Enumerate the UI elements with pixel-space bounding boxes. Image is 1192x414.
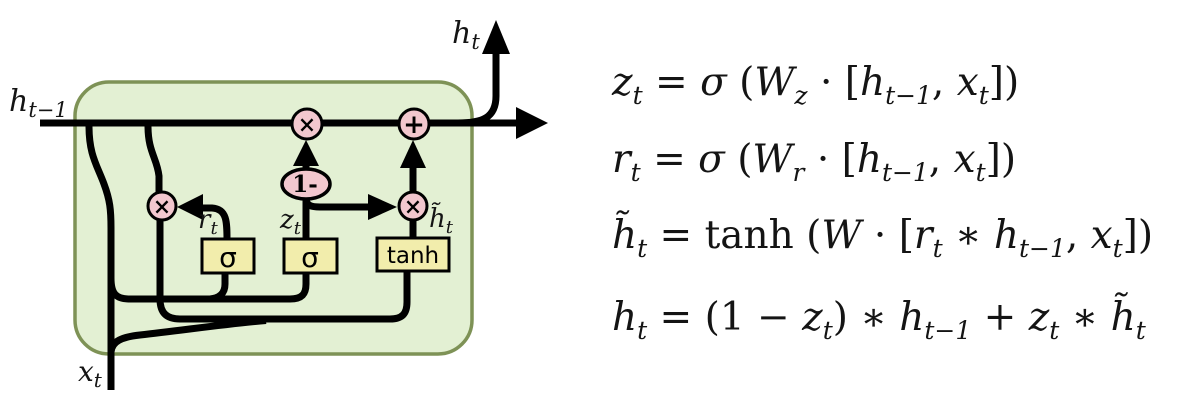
candidate-multiply-circle [397, 190, 429, 222]
one-minus-arrow [293, 140, 319, 166]
h-out-right-arrow [516, 107, 548, 139]
reset-to-tanh-line [156, 219, 411, 323]
multiply-icon: × [404, 194, 422, 220]
operator-nodes [146, 107, 431, 222]
tanh-label: tanh [387, 243, 439, 269]
one-minus-label: 1- [292, 171, 318, 198]
gate-labels: σ σ tanh [219, 241, 439, 274]
sigma-z-gate-box [282, 237, 339, 275]
xt-sweep-line [107, 317, 267, 353]
one-minus-ellipse [280, 167, 332, 201]
sigma-z-label: σ [301, 241, 319, 274]
gru-cell-svg: × × + × 1- σ σ tanh ht−1 ht [9, 16, 548, 392]
h-out-up-arrow [482, 20, 510, 54]
sigma-r-gate-box [200, 237, 256, 275]
h-prev-label: ht−1 [9, 84, 68, 122]
flow-labels: ht−1 ht xt rt zt h̃t [9, 16, 480, 392]
multiply-icon: × [153, 194, 171, 220]
sigma-r-input-stub [209, 272, 229, 303]
x-in-label: xt [78, 355, 103, 392]
gru-cell-diagram: × × + × 1- σ σ tanh ht−1 ht [0, 0, 560, 414]
update-multiply-circle [290, 107, 324, 141]
equation-reset-gate: rt = σ (Wr · [ht−1, xt]) [612, 137, 1017, 187]
gate-input-line [107, 270, 310, 303]
gate-boxes [200, 236, 451, 275]
r-gate-label: rt [198, 205, 218, 239]
r-gate-curve [203, 204, 231, 241]
equation-candidate: h̃t = tanh (W · [rt ∗ ht−1, xt]) [612, 213, 1154, 263]
h-tap2-line [144, 125, 163, 193]
tanh-gate-box [375, 236, 451, 273]
add-circle [397, 107, 431, 141]
operator-glyphs: × × + × 1- [153, 110, 425, 220]
multiply-icon: × [298, 112, 316, 138]
h-tap1-xt-line [85, 125, 115, 390]
gru-equations: zt = σ (Wz · [ht−1, xt]) rt = σ (Wr · [h… [610, 0, 1192, 414]
h-tilde-label: h̃t [429, 202, 454, 238]
reset-multiply-circle [146, 190, 178, 222]
equation-hidden-state: ht = (1 − zt) ∗ ht−1 + zt ∗ h̃t [612, 295, 1146, 345]
equation-update-gate: zt = σ (Wz · [ht−1, xt]) [612, 60, 1020, 110]
tanh-to-add-arrow [400, 140, 426, 168]
h-out-label: ht [452, 16, 480, 54]
r-to-multiply-arrow [177, 194, 203, 220]
arrowheads [177, 20, 548, 220]
z-gate-label: zt [279, 205, 302, 239]
cell-body [73, 80, 474, 356]
plus-icon: + [403, 110, 425, 140]
h-out-branch-line [457, 52, 500, 127]
sigma-r-label: σ [219, 241, 237, 274]
z-to-multiply-arrow [368, 194, 397, 220]
